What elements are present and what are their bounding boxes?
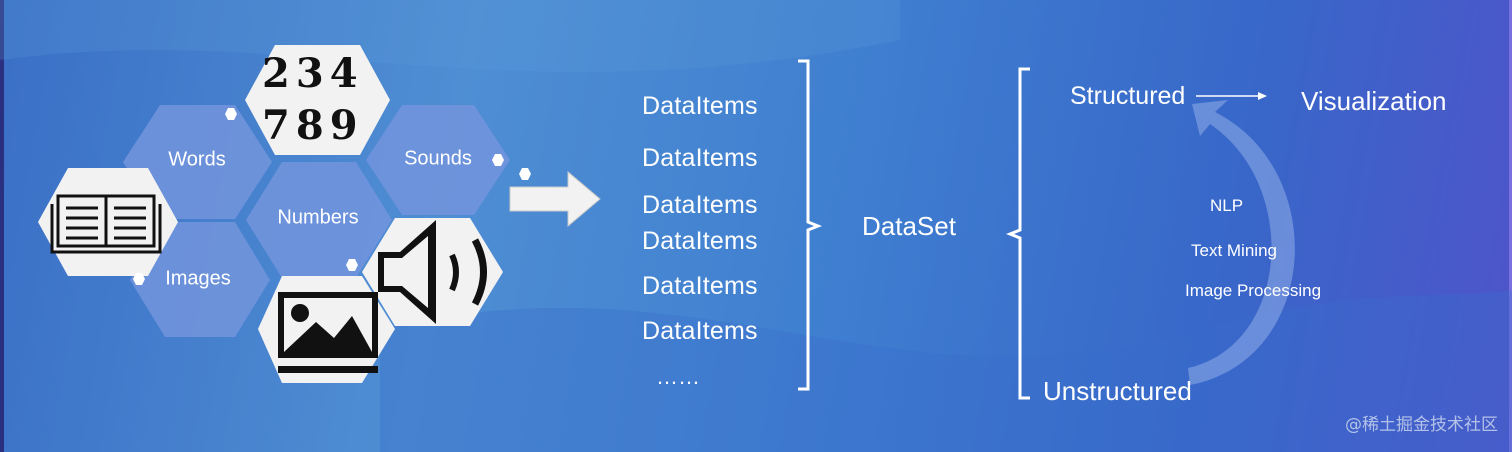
book-icon [50, 194, 162, 254]
left-bracket [1005, 67, 1030, 400]
hex-dot [492, 154, 504, 166]
structured-label: Structured [1070, 82, 1186, 110]
digit: 8 [295, 102, 330, 149]
technique-image-processing: Image Processing [1185, 281, 1322, 300]
hex-dot [133, 273, 145, 285]
watermark: @稀土掘金技术社区 [1345, 415, 1498, 435]
digits-grid: 234 789 [262, 48, 374, 152]
images-hexagon [130, 222, 270, 337]
sounds-hexagon [366, 105, 510, 215]
right-arrow-icon [509, 170, 601, 228]
numbers-label: Numbers [277, 206, 359, 229]
curved-arrow [1188, 100, 1295, 385]
data-item: DataItems [642, 227, 758, 255]
data-item-ellipsis: …… [656, 364, 700, 389]
picture-icon [278, 292, 378, 373]
arrow-head [1258, 92, 1267, 100]
words-label: Words [168, 148, 226, 171]
dataset-label: DataSet [862, 211, 956, 241]
digits-tile [245, 45, 390, 155]
background-wave [380, 290, 1512, 452]
data-item: DataItems [642, 92, 758, 120]
sounds-label: Sounds [404, 147, 472, 170]
hex-dot [519, 168, 531, 180]
right-border [1509, 0, 1512, 452]
left-border [0, 0, 4, 452]
digit: 7 [262, 102, 296, 149]
hex-dot [225, 108, 237, 120]
hexagon-cluster [38, 45, 510, 383]
visualization-label: Visualization [1301, 86, 1447, 116]
data-item: DataItems [642, 317, 758, 345]
digit: 9 [329, 102, 364, 149]
digit: 3 [295, 50, 330, 97]
images-label: Images [165, 267, 231, 290]
speaker-icon [378, 220, 487, 324]
technique-nlp: NLP [1210, 196, 1244, 215]
background-wave-top [0, 0, 900, 73]
unstructured-label: Unstructured [1043, 376, 1192, 406]
numbers-hexagon [246, 162, 392, 278]
data-item: DataItems [642, 144, 758, 172]
digit: 4 [329, 50, 364, 97]
right-bracket [798, 59, 823, 391]
data-item: DataItems [642, 272, 758, 300]
hex-dot [346, 259, 358, 271]
digit: 2 [262, 50, 296, 97]
data-item: DataItems [642, 191, 758, 219]
technique-text-mining: Text Mining [1191, 241, 1277, 260]
